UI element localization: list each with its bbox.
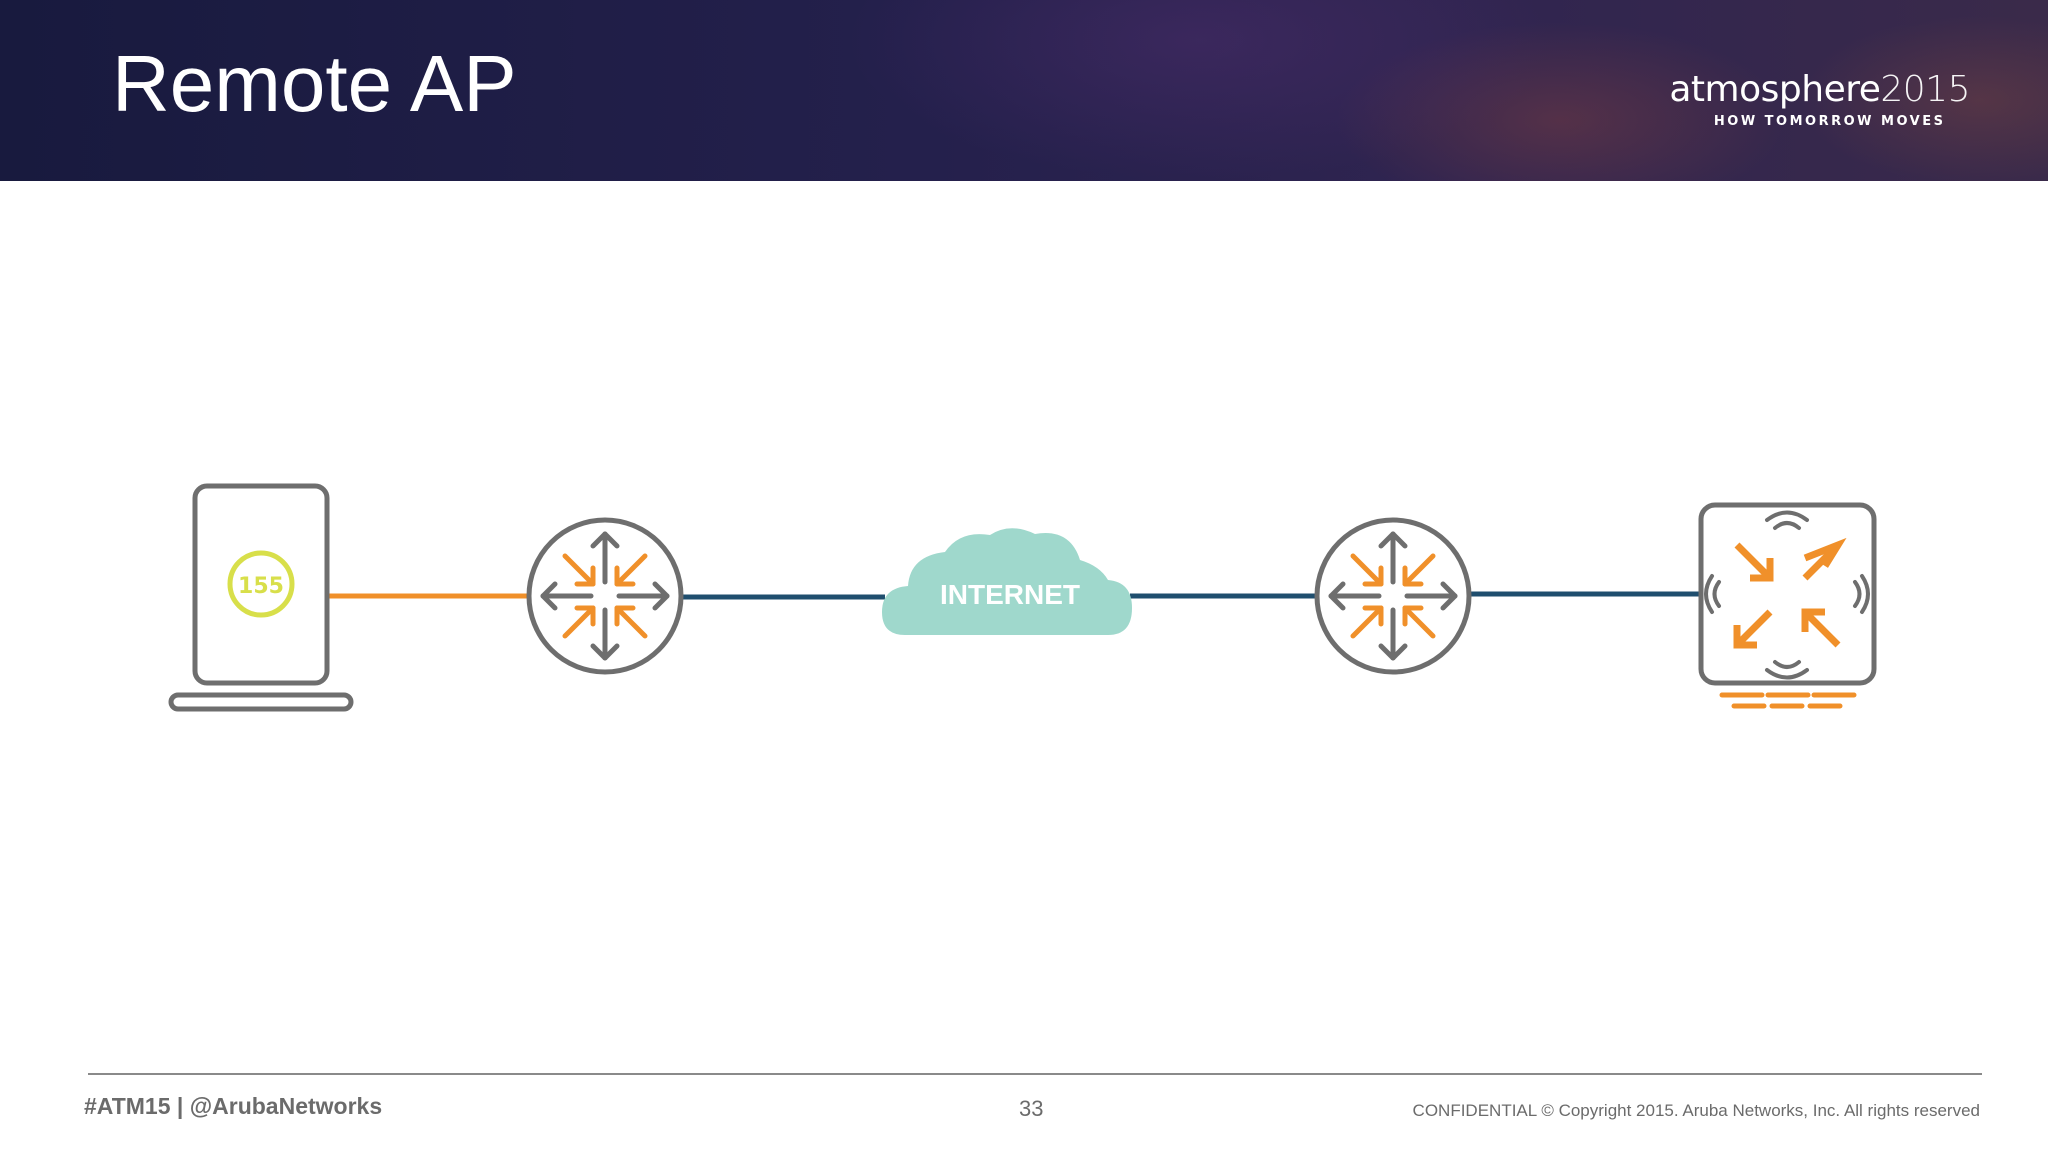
slide-title: Remote AP: [112, 39, 517, 128]
slide-header: Remote AP atmosphere2015 HOW TOMORROW MO…: [0, 0, 2048, 181]
footer-divider: [88, 1073, 1982, 1075]
router-icon: [1314, 517, 1472, 675]
internet-cloud: INTERNET: [882, 528, 1132, 635]
brand-year: 2015: [1880, 69, 1970, 110]
footer-copyright: CONFIDENTIAL © Copyright 2015. Aruba Net…: [1412, 1101, 1980, 1120]
footer-hashtag: #ATM15 | @ArubaNetworks: [84, 1093, 383, 1119]
brand-tagline: HOW TOMORROW MOVES: [1713, 114, 1946, 129]
badge-circle: [227, 550, 295, 618]
controller-icon: [1698, 502, 1877, 709]
page-number: 33: [1019, 1096, 1044, 1121]
brand-name: atmosphere: [1669, 69, 1881, 110]
router-icon: [526, 517, 684, 675]
cloud-label: INTERNET: [940, 579, 1080, 610]
client-badge: 155: [238, 574, 284, 599]
client-device-icon: 155: [168, 483, 354, 712]
brand-logo: atmosphere2015 HOW TOMORROW MOVES: [1669, 69, 1970, 130]
